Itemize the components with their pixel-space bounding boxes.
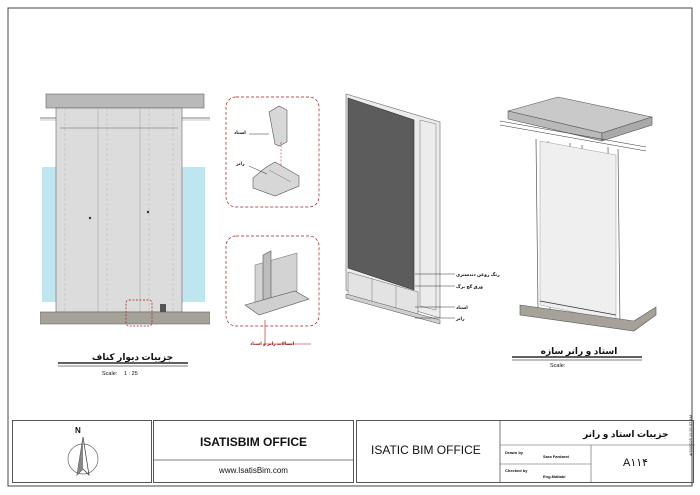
panel-callout-leaders	[415, 273, 455, 319]
office-website: www.IsatisBim.com	[219, 466, 288, 475]
floor-slab	[40, 311, 210, 325]
checked-by-value: Eng.Maltabi	[543, 474, 566, 479]
wall-scale-label: Scale:	[102, 371, 118, 377]
callout-stud-panel: استاد	[456, 305, 468, 310]
checked-by-label: Checked by	[505, 468, 528, 473]
frame-drawing-title: استاد و رانر سازه	[540, 346, 618, 356]
callout-stud: استاد	[234, 130, 246, 135]
north-label: N	[75, 426, 81, 435]
panel-axonometric-drawing	[345, 93, 441, 325]
project-name: ISATIC BIM OFFICE	[371, 443, 481, 457]
wall-elevation-drawing	[40, 93, 210, 327]
glass-left	[42, 167, 58, 302]
office-cell: ISATISBIM OFFICE www.IsatisBim.com	[153, 420, 354, 483]
timestamp: 4/16/2025 11:25:37 AM	[688, 414, 693, 456]
callout-connection: اتصالات رانر و استاد	[250, 341, 295, 346]
stud-runner-detail-upper	[225, 96, 320, 208]
kanaf-wall	[55, 107, 183, 313]
frame-scale-label: Scale:	[550, 363, 566, 369]
glass-right	[181, 167, 205, 302]
sheet-title: جزیبات استاد و رانر	[583, 429, 669, 439]
drawn-by-value: Sara Fardaeei	[543, 454, 570, 459]
drawn-by-label: Drawn by	[505, 450, 524, 455]
wall-drawing-title: جزییات دیوار کناف	[91, 352, 174, 362]
project-cell: ISATIC BIM OFFICE جزیبات استاد و رانر Dr…	[356, 420, 695, 483]
connection-callout-leader	[264, 320, 311, 345]
callout-paint: رنگ روغن دندستری	[456, 272, 500, 277]
sheet-number: A۱۱۴	[623, 457, 649, 469]
stud-runner-detail-lower	[225, 235, 320, 327]
north-arrow-icon	[67, 436, 99, 477]
callout-runner-panel: رانر	[456, 316, 465, 321]
callout-gypsum: ورق گچ برگ	[456, 284, 483, 289]
office-name: ISATISBIM OFFICE	[199, 435, 308, 449]
frame-title-underline	[512, 356, 642, 361]
gypsum-panel	[347, 97, 415, 291]
north-arrow-cell: N	[12, 420, 152, 483]
callout-runner: رانر	[236, 161, 245, 166]
frame-axonometric-drawing	[499, 96, 657, 332]
wall-scale-value: 1 : 25	[124, 371, 138, 377]
wall-title-underline	[58, 362, 188, 367]
top-slab	[45, 93, 205, 109]
